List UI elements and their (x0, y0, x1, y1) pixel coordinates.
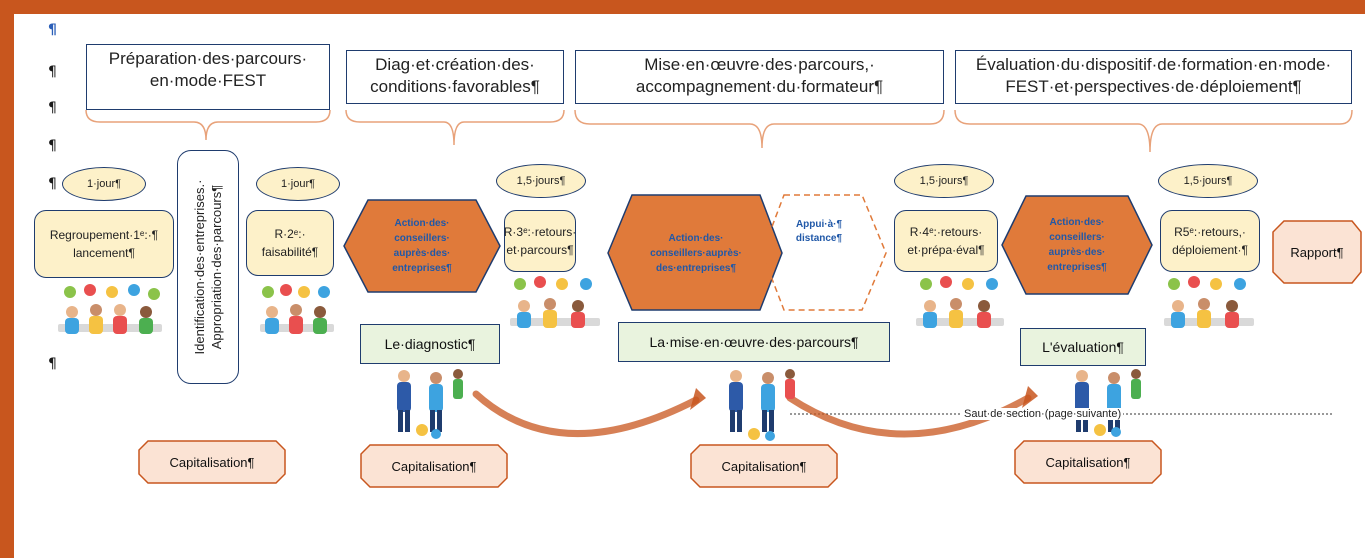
team-illustration (260, 284, 334, 334)
phase-header-implementation: Mise·en·œuvre·des·parcours,· accompagnem… (575, 50, 944, 104)
duration-ellipse: 1,5·jours¶ (894, 164, 994, 198)
section-break-label: Saut·de·section·(page·suivante) (962, 408, 1124, 420)
phase-braces (85, 109, 1353, 153)
capitalisation-box: Capitalisation¶ (690, 444, 838, 488)
identification-text: Identification·des·entreprises.· Appropr… (192, 179, 224, 355)
team-illustration (916, 276, 1004, 328)
phase-header-evaluation: Évaluation·du·dispositif·de·formation·en… (955, 50, 1352, 104)
milestone-diagnostic: Le·diagnostic¶ (360, 324, 500, 364)
capitalisation-box: Capitalisation¶ (1014, 440, 1162, 484)
session-box-r5: R5ᵉ:·retours,· déploiement·¶ (1160, 210, 1260, 272)
handshake-illustration (1075, 369, 1141, 437)
duration-ellipse: 1,5·jours¶ (1158, 164, 1258, 198)
report-label: Rapport¶ (1290, 244, 1344, 260)
report-box: Rapport¶ (1272, 220, 1362, 284)
remote-support-label: Appui·à·¶ distance¶ (795, 219, 843, 244)
pilcrow-mark: ¶ (48, 100, 57, 116)
team-illustration (510, 276, 600, 328)
action-label: Action·des· conseillers· auprès·des· ent… (1047, 217, 1107, 273)
flow-arrow (472, 390, 700, 437)
duration-ellipse: 1·jour¶ (256, 167, 340, 201)
session-box-r3: R·3ᵉ:·retours· et·parcours¶ (504, 210, 576, 272)
identification-box: Identification·des·entreprises.· Appropr… (177, 150, 239, 384)
action-label: Action·des· conseillers·auprès· des·entr… (650, 232, 742, 274)
action-label: Action·des· conseillers· auprès·des· ent… (392, 218, 452, 274)
pilcrow-mark: ¶ (48, 176, 57, 192)
duration-ellipse: 1·jour¶ (62, 167, 146, 201)
session-box-r4: R·4ᵉ:·retours· et·prépa·éval¶ (894, 210, 998, 272)
milestone-evaluation: L'évaluation¶ (1020, 328, 1146, 366)
handshake-illustration (397, 369, 463, 439)
pilcrow-mark: ¶ (48, 22, 57, 38)
remote-support-hexagon (761, 194, 887, 311)
session-box-r1: Regroupement·1ᵉ:·¶ lancement¶ (34, 210, 174, 278)
duration-ellipse: 1,5·jours¶ (496, 164, 586, 198)
pilcrow-mark: ¶ (48, 64, 57, 80)
pilcrow-mark: ¶ (48, 138, 57, 154)
capitalisation-label: Capitalisation¶ (391, 458, 477, 474)
capitalisation-label: Capitalisation¶ (169, 454, 255, 470)
capitalisation-box: Capitalisation¶ (138, 440, 286, 484)
session-box-r2: R·2ᵉ:· faisabilité¶ (246, 210, 334, 276)
action-hexagon (1001, 195, 1153, 295)
action-hexagon (343, 199, 501, 293)
capitalisation-label: Capitalisation¶ (721, 458, 807, 474)
capitalisation-label: Capitalisation¶ (1045, 454, 1131, 470)
phase-header-preparation: Préparation·des·parcours· en·mode·FEST (86, 44, 330, 110)
action-hexagon (607, 194, 783, 311)
capitalisation-box: Capitalisation¶ (360, 444, 508, 488)
phase-header-diagnostic: Diag·et·création·des· conditions·favorab… (346, 50, 564, 104)
team-illustration (58, 284, 162, 334)
milestone-implementation: La·mise·en·œuvre·des·parcours¶ (618, 322, 890, 362)
frame-left-border (0, 0, 14, 558)
team-illustration (1164, 276, 1254, 328)
pilcrow-mark: ¶ (48, 356, 57, 372)
frame-top-border (0, 0, 1365, 14)
handshake-illustration (729, 369, 795, 441)
